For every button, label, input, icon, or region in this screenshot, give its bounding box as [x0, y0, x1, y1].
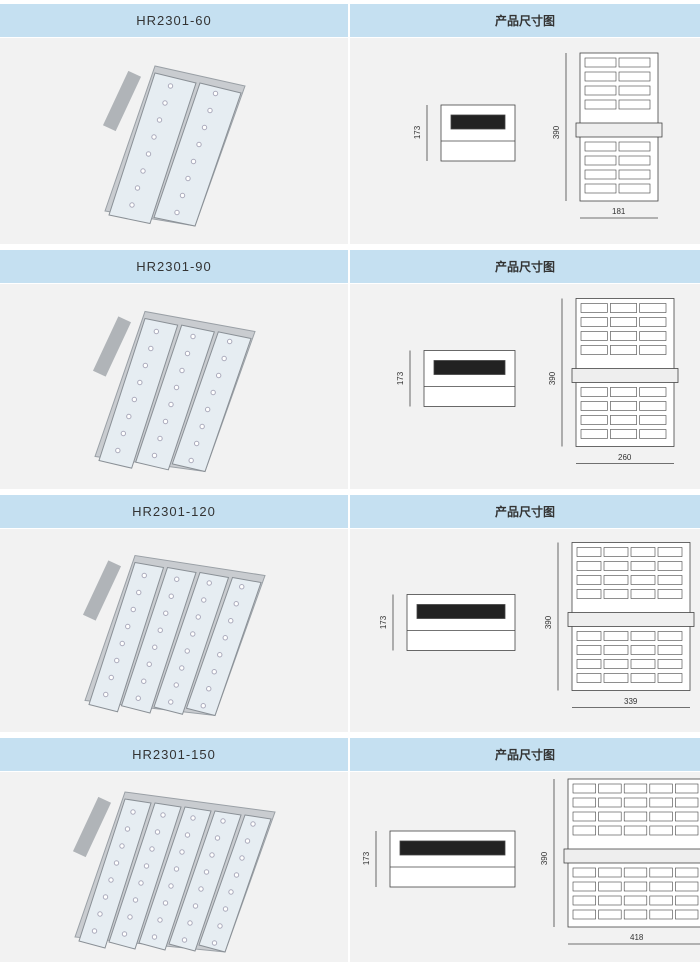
- width-dimension: 181: [612, 207, 626, 216]
- front-view: [406, 594, 516, 651]
- product-photo-panel: [0, 38, 348, 244]
- dimension-drawing: [409, 298, 679, 464]
- dimension-header: 产品尺寸图: [350, 4, 700, 37]
- dimension-drawing: [375, 778, 700, 945]
- front-view: [389, 830, 516, 888]
- floodlight-image: [72, 791, 276, 953]
- height-dimension: 173: [362, 851, 372, 866]
- dimension-drawing-panel: 173 390 260: [350, 284, 700, 489]
- length-dimension: 390: [548, 371, 558, 385]
- length-dimension: 390: [544, 615, 554, 629]
- width-dimension: 418: [630, 933, 644, 942]
- dimension-drawing: [392, 542, 695, 708]
- product-section: HR2301-90 产品尺寸图 173 390 260: [0, 250, 700, 489]
- model-name: HR2301-60: [136, 13, 212, 28]
- model-name: HR2301-120: [132, 504, 216, 519]
- dimension-header: 产品尺寸图: [350, 250, 700, 283]
- width-dimension: 260: [618, 452, 632, 462]
- length-dimension: 390: [540, 851, 550, 866]
- dimension-header: 产品尺寸图: [350, 495, 700, 528]
- model-header: HR2301-150: [0, 738, 348, 771]
- dimension-heading: 产品尺寸图: [494, 505, 555, 519]
- dimension-drawing-panel: 173 390 339: [350, 529, 700, 732]
- product-section: HR2301-120 产品尺寸图 173 390 339: [0, 495, 700, 732]
- product-photo-panel: [0, 772, 348, 962]
- model-header: HR2301-60: [0, 4, 348, 37]
- product-section: HR2301-150 产品尺寸图 173 390 418: [0, 738, 700, 962]
- product-section: HR2301-60 产品尺寸图 173 390 181: [0, 4, 700, 244]
- length-dimension: 390: [552, 125, 562, 140]
- floodlight-image: [82, 554, 266, 717]
- floodlight-image: [92, 310, 256, 473]
- dimension-drawing-panel: 173 390 181: [350, 38, 700, 244]
- product-photo-panel: [0, 529, 348, 732]
- height-dimension: 173: [413, 125, 423, 140]
- model-header: HR2301-120: [0, 495, 348, 528]
- model-name: HR2301-150: [132, 747, 216, 762]
- floodlight-image: [102, 65, 246, 227]
- model-header: HR2301-90: [0, 250, 348, 283]
- dimension-drawing: [426, 52, 663, 219]
- front-view: [423, 350, 516, 407]
- dimension-heading: 产品尺寸图: [494, 260, 555, 274]
- height-dimension: 173: [396, 371, 406, 385]
- dimension-heading: 产品尺寸图: [494, 748, 555, 762]
- dimension-header: 产品尺寸图: [350, 738, 700, 771]
- dimension-drawing-panel: 173 390 418: [350, 772, 700, 962]
- model-name: HR2301-90: [136, 259, 212, 274]
- front-view: [440, 104, 516, 162]
- height-dimension: 173: [379, 615, 389, 629]
- width-dimension: 339: [624, 696, 638, 706]
- dimension-heading: 产品尺寸图: [494, 14, 555, 28]
- product-photo-panel: [0, 284, 348, 489]
